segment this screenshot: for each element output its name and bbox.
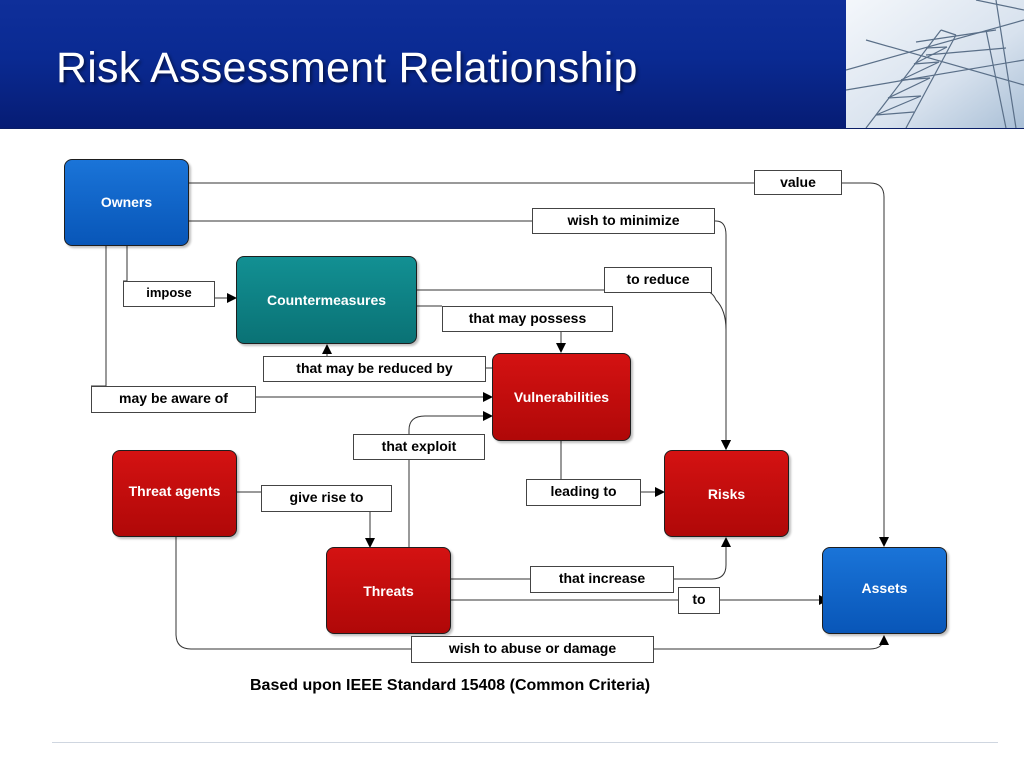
label-give-rise-to: give rise to [261,485,392,512]
label-that-increase: that increase [530,566,674,593]
node-threats: Threats [326,547,451,634]
node-countermeasures: Countermeasures [236,256,417,344]
label-to-reduce: to reduce [604,267,712,293]
edge-owners-aware [91,246,107,387]
node-threat-agents: Threat agents [112,450,237,537]
edge-owners-impose [123,246,128,282]
power-tower-image [846,0,1024,128]
label-value: value [754,170,842,195]
node-risks: Risks [664,450,789,537]
label-that-may-possess: that may possess [442,306,613,332]
node-vulnerabilities: Vulnerabilities [492,353,631,441]
label-leading-to: leading to [526,479,641,506]
slide-title: Risk Assessment Relationship [56,44,638,92]
edge-threats-increase-risks [451,538,726,580]
slide-header: Risk Assessment Relationship [0,0,1024,129]
label-that-may-be-reduced-by: that may be reduced by [263,356,486,382]
footer-divider [52,742,998,743]
diagram-caption: Based upon IEEE Standard 15408 (Common C… [250,677,651,694]
label-may-be-aware-of: may be aware of [91,386,256,413]
node-assets: Assets [822,547,947,634]
label-that-exploit: that exploit [353,434,485,460]
edge-owners-minimize-risks [188,220,731,450]
node-owners: Owners [64,159,189,246]
edge-agents-abuse-assets [175,537,884,650]
label-impose: impose [123,281,215,307]
label-wish-to-abuse-or-damage: wish to abuse or damage [411,636,654,663]
label-to: to [678,587,720,614]
label-wish-to-minimize: wish to minimize [532,208,715,234]
power-tower-icon [846,0,1024,128]
edge-owners-value-assets [188,182,889,547]
edge-threats-exploit-vulnerabilities [408,416,492,547]
